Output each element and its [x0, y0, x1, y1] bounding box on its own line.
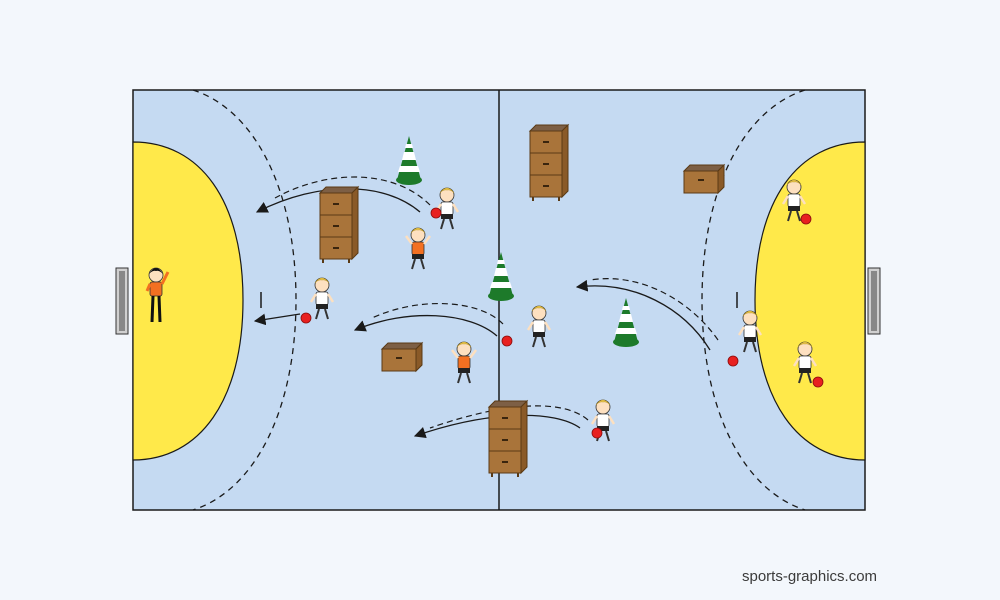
coach-icon [145, 267, 170, 323]
pass-arrow-5 [575, 279, 711, 351]
ball-icon [300, 312, 312, 324]
ball-icon [812, 376, 824, 388]
ball-icon [727, 355, 739, 367]
run-path-1 [274, 176, 431, 206]
right-free-throw-line [701, 89, 806, 511]
pass-arrow-2 [353, 314, 498, 337]
run-path-2 [371, 302, 504, 325]
vaulting-box-icon [529, 124, 569, 202]
run-path-4 [429, 405, 589, 429]
vaulting-box-icon [381, 342, 423, 372]
pass-arrow-3 [253, 313, 301, 326]
vaulting-box-icon [683, 164, 725, 194]
credit-text: sports-graphics.com [742, 568, 878, 585]
vaulting-box-icon [319, 186, 359, 264]
left-goal-icon [115, 267, 129, 335]
run-path-5 [589, 278, 719, 341]
ball-icon [800, 213, 812, 225]
right-goal-icon [867, 267, 881, 335]
ball-icon [430, 207, 442, 219]
left-free-throw-line [192, 89, 297, 511]
ball-icon [591, 427, 603, 439]
ball-icon [501, 335, 513, 347]
left-goal-area [132, 141, 244, 461]
right-goal-area [754, 141, 866, 461]
vaulting-box-icon [488, 400, 528, 478]
